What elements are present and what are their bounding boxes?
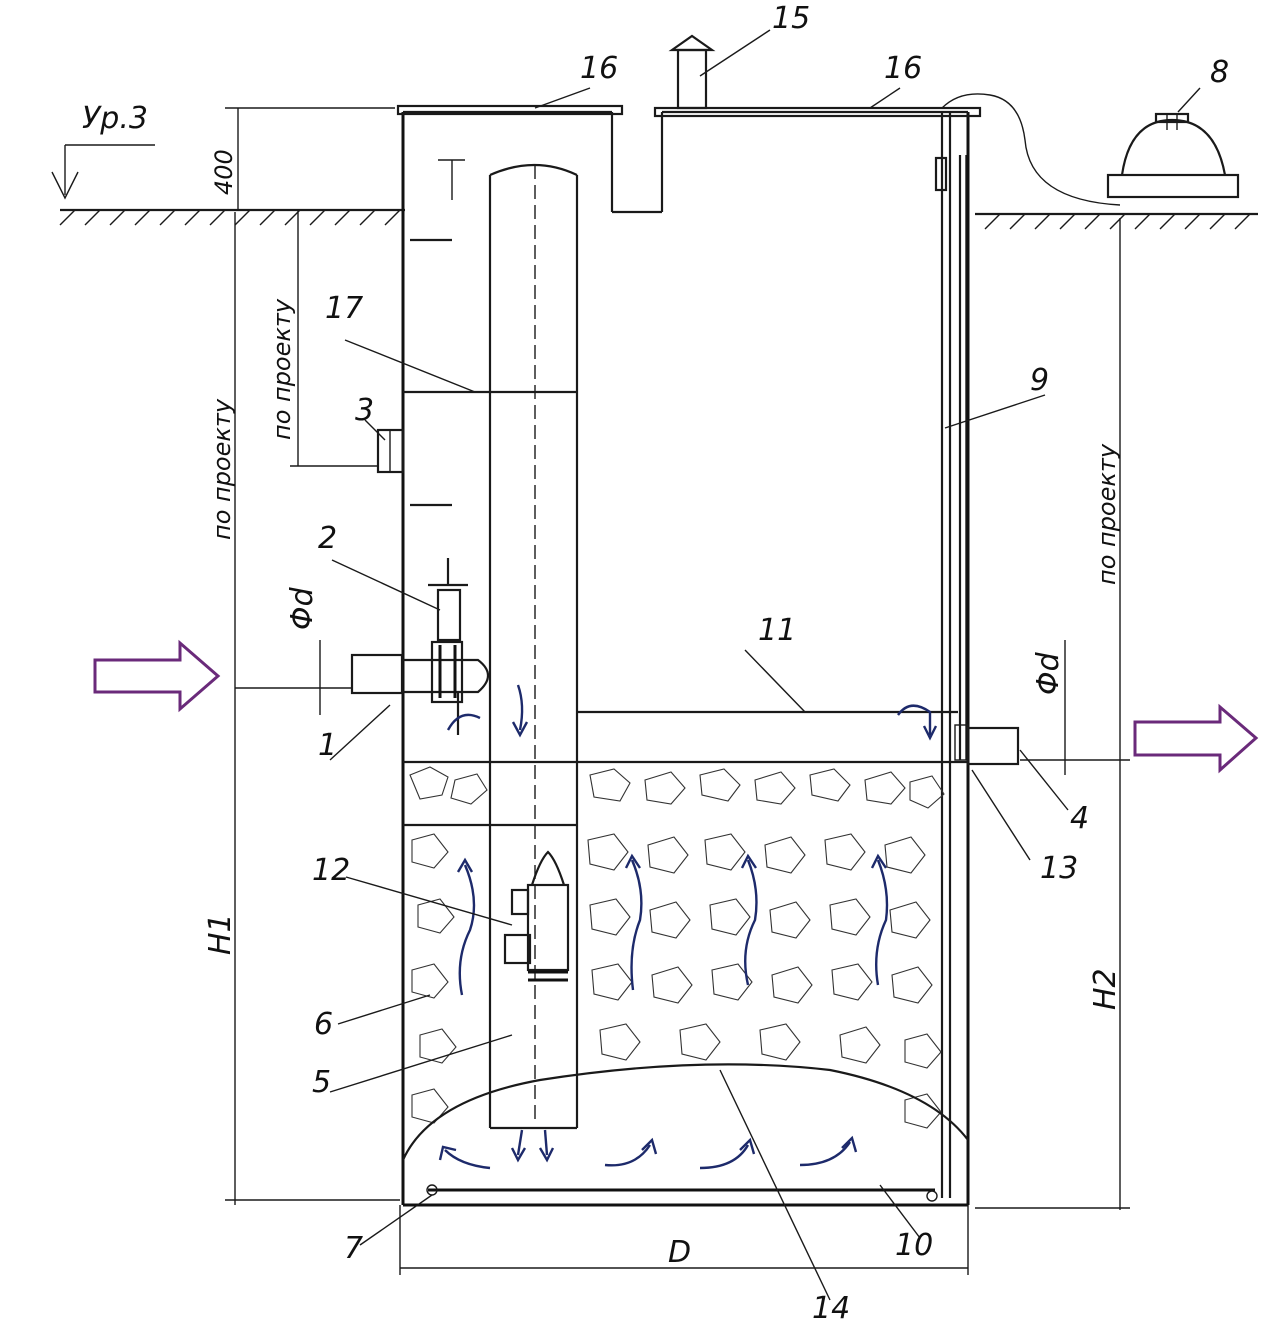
gate-valve [428,558,468,704]
label-11: 11 [758,613,796,648]
level-label: Ур.3 [82,101,148,136]
ground-line-left [59,208,405,226]
dim-diameter: D [668,1235,691,1270]
inlet-pipe [350,653,490,735]
label-16-left: 16 [580,51,618,86]
lid-right [653,106,982,118]
level-marker [51,144,155,200]
dim-h1: H1 [203,913,238,955]
label-9: 9 [1030,363,1049,398]
float-cable [934,112,967,1198]
sleeve [376,428,405,474]
label-6: 6 [314,1007,333,1042]
submersible-pump [503,850,570,982]
dim-pipe-d-out: Φd [1031,651,1066,695]
vent-pipe [668,34,716,110]
overflow-tray [403,710,968,764]
label-13: 13 [1040,851,1078,886]
ground-line-right [975,212,1258,230]
gravel-fill [403,766,945,1129]
dimension-lines [225,107,1130,1275]
lid-left [396,104,624,116]
label-14: 14 [812,1291,850,1324]
label-16-right: 16 [884,51,922,86]
valve-spindle-top [438,159,465,200]
dim-400: 400 [210,149,238,195]
dim-h2: H2 [1088,968,1123,1010]
inlet-arrow [93,639,221,713]
bottom-chamber [401,1063,969,1202]
label-2: 2 [318,521,337,556]
dim-po-proektu-2: по проекту [268,298,296,440]
control-cable [941,93,1121,206]
outlet-pipe [954,724,1020,766]
dim-pipe-d-in: Φd [285,586,320,630]
label-3: 3 [355,393,374,428]
dim-po-proektu-3: по проекту [1093,443,1121,585]
label-1: 1 [318,728,337,763]
control-box [1106,112,1240,199]
label-12: 12 [312,853,350,888]
label-15: 15 [772,1,810,36]
label-10: 10 [895,1228,933,1263]
pump-tube [488,163,579,1130]
outlet-arrow [1133,703,1259,774]
label-5: 5 [312,1065,331,1100]
ladder-rungs [410,238,452,507]
flow-arrows [438,684,938,1170]
leader-lines [329,29,1201,1301]
label-8: 8 [1210,55,1229,90]
label-17: 17 [325,291,363,326]
well-body [401,110,970,1207]
label-4: 4 [1070,801,1089,836]
dim-po-proektu-1: по проекту [208,398,236,540]
label-7: 7 [344,1231,363,1266]
